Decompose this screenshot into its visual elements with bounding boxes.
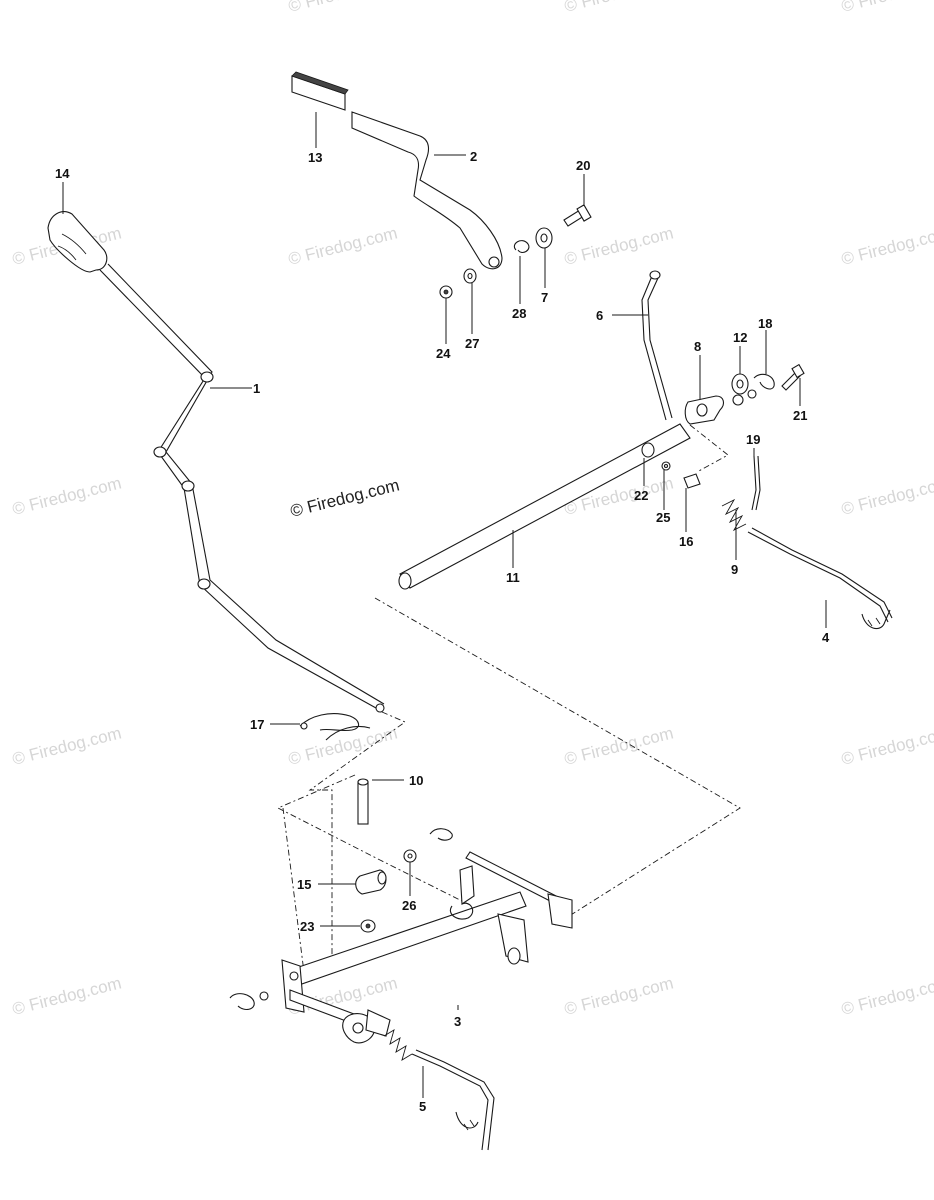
shaft-hardware xyxy=(641,442,701,489)
pin-10-part xyxy=(357,778,369,825)
callout-23: 23 xyxy=(300,919,314,934)
hairpin-clip-17-part xyxy=(299,713,371,741)
watermark: © Firedog.com xyxy=(562,223,675,268)
cross-shaft-part xyxy=(398,423,691,590)
callout-28: 28 xyxy=(512,306,526,321)
callout-18: 18 xyxy=(758,316,772,331)
callout-21: 21 xyxy=(793,408,807,423)
callout-24: 24 xyxy=(436,346,451,361)
callout-8: 8 xyxy=(694,339,701,354)
callout-13: 13 xyxy=(308,150,322,165)
pedal-hardware xyxy=(439,204,592,299)
callout-9: 9 xyxy=(731,562,738,577)
watermark: © Firedog.com xyxy=(10,723,123,768)
bolt-21-part xyxy=(781,363,805,391)
watermark: © Firedog.com xyxy=(839,223,934,268)
watermark: © Firedog.com xyxy=(839,473,934,518)
watermark: © Firedog.com xyxy=(286,223,399,268)
pedal-arm-part xyxy=(351,111,503,270)
rod-6-part xyxy=(641,270,673,421)
watermark: © Firedog.com xyxy=(10,473,123,518)
leader-lines xyxy=(62,112,827,1098)
clip-18-part xyxy=(753,373,775,390)
callout-7: 7 xyxy=(541,290,548,305)
callout-5: 5 xyxy=(419,1099,426,1114)
handle-grip-part xyxy=(47,211,108,273)
watermark: © Firedog.com xyxy=(562,973,675,1018)
callout-2: 2 xyxy=(470,149,477,164)
lift-lever-part xyxy=(99,263,385,713)
callout-labels: 1 2 3 4 5 6 7 8 9 10 11 12 13 14 15 16 1… xyxy=(55,149,830,1114)
callout-19: 19 xyxy=(746,432,760,447)
callout-4: 4 xyxy=(822,630,830,645)
callout-12: 12 xyxy=(733,330,747,345)
callout-27: 27 xyxy=(465,336,479,351)
callout-17: 17 xyxy=(250,717,264,732)
watermark: © Firedog.com xyxy=(839,973,934,1018)
watermark: © Firedog.com xyxy=(562,723,675,768)
callout-15: 15 xyxy=(297,877,311,892)
watermark: © Firedog.com xyxy=(839,723,934,768)
pedal-pad-part xyxy=(291,71,349,111)
callout-11: 11 xyxy=(506,570,520,585)
linkage-5-part xyxy=(383,1029,495,1151)
lift-shaft-3-part xyxy=(229,851,573,1044)
callout-25: 25 xyxy=(656,510,670,525)
watermark: © Firedog.com xyxy=(10,973,123,1018)
watermark: © Firedog.com xyxy=(839,0,934,16)
callout-26: 26 xyxy=(402,898,416,913)
callout-3: 3 xyxy=(454,1014,461,1029)
callout-14: 14 xyxy=(55,166,70,181)
callout-1: 1 xyxy=(253,381,260,396)
callout-10: 10 xyxy=(409,773,423,788)
callout-20: 20 xyxy=(576,158,590,173)
bushing-12-part xyxy=(731,373,749,395)
watermark: © Firedog.com xyxy=(562,0,675,16)
copyright-label: © Firedog.com xyxy=(288,475,401,520)
nut-23-part xyxy=(360,919,376,933)
callout-16: 16 xyxy=(679,534,693,549)
trunnion-15-part xyxy=(355,869,387,895)
assembly-dash-lines xyxy=(276,424,741,981)
cable-linkage-right xyxy=(721,455,893,630)
washer-26-part xyxy=(403,828,453,863)
callout-6: 6 xyxy=(596,308,603,323)
bracket-8-part xyxy=(684,389,757,425)
watermark: © Firedog.com xyxy=(286,0,399,16)
callout-22: 22 xyxy=(634,488,648,503)
